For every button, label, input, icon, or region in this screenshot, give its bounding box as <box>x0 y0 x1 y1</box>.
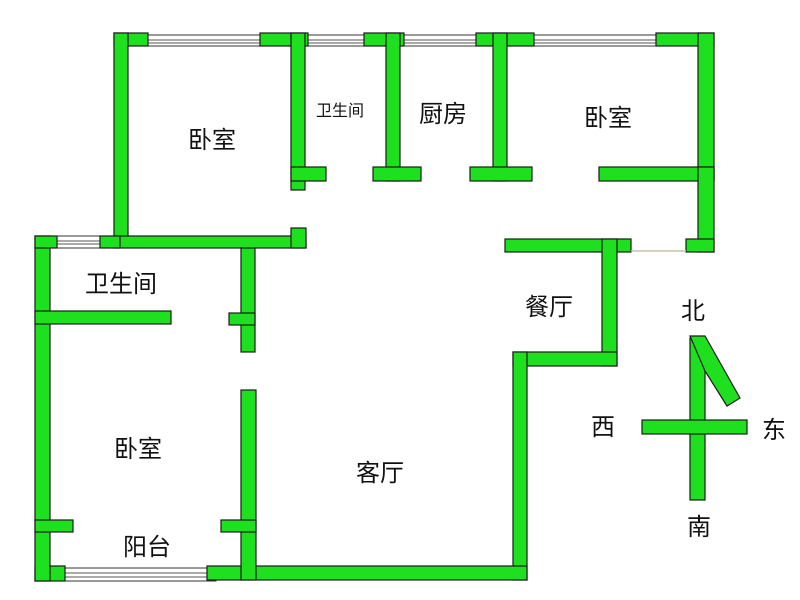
compass-rose <box>641 335 748 501</box>
wall-stub <box>290 166 327 182</box>
wall-stub <box>220 519 257 533</box>
compass-label-north: 北 <box>681 297 705 325</box>
wall-south-bedroom-northeast <box>598 166 715 182</box>
compass-north-arrow-icon <box>689 335 741 407</box>
window-kitchen <box>397 34 489 47</box>
wall-stub <box>372 166 422 182</box>
wall-east-bedroom-northeast <box>697 32 715 182</box>
window-bedroom-northeast <box>529 34 667 47</box>
compass-label-south: 南 <box>687 513 711 541</box>
room-label-kitchen: 厨房 <box>419 100 467 128</box>
room-label-balcony: 阳台 <box>123 533 171 561</box>
wall-south-bedroom-northwest <box>113 235 307 249</box>
wall-dining-south <box>512 351 618 367</box>
wall-dining-north <box>504 238 632 253</box>
compass-label-east: 东 <box>762 416 786 444</box>
wall-bathroom-kitchen-divider <box>385 32 401 182</box>
window-balcony <box>59 567 217 582</box>
wall-stub <box>228 312 256 326</box>
wall-west-bedroom-northwest <box>113 32 129 245</box>
room-label-bathroom-west: 卫生间 <box>85 270 157 298</box>
room-label-living-room: 客厅 <box>356 459 404 487</box>
room-label-dining-room: 餐厅 <box>525 293 573 321</box>
wall-stub <box>469 166 533 182</box>
wall-bathroom-bedroom-divider <box>34 310 172 325</box>
wall-south <box>206 565 528 581</box>
window-bathroom-west <box>51 235 107 249</box>
window-bedroom-northwest <box>141 34 273 47</box>
wall-north-bathroom-west <box>99 235 121 249</box>
wall-bathroom-east <box>240 247 256 353</box>
wall-stub <box>685 238 715 253</box>
walls <box>34 32 715 582</box>
wall-kitchen-bedroom-divider <box>492 32 508 182</box>
room-label-bedroom-northeast: 卧室 <box>584 104 632 132</box>
wall-bedroom-bathroom-divider <box>290 32 306 191</box>
compass-horizontal-bar <box>641 419 748 435</box>
wall-north-bathroom-west <box>34 235 58 249</box>
compass-label-west: 西 <box>591 413 615 441</box>
wall-dining-east <box>601 238 618 367</box>
wall-stub <box>290 227 307 249</box>
wall-bedroom-living-divider <box>240 389 257 581</box>
wall-stub <box>34 519 74 533</box>
room-label-bathroom-north: 卫生间 <box>315 101 365 120</box>
windows <box>51 34 667 582</box>
room-label-bedroom-southwest: 卧室 <box>114 435 162 463</box>
room-label-bedroom-northwest: 卧室 <box>188 126 236 154</box>
wall-east-living <box>512 351 528 581</box>
